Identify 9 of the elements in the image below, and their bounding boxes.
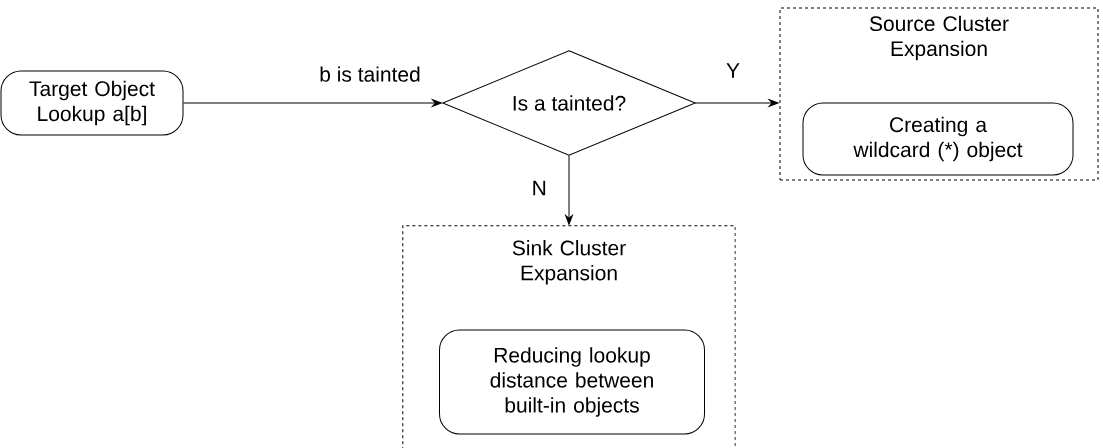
arrow bbox=[183, 99, 442, 107]
edge-label: b is tainted bbox=[320, 66, 420, 82]
arrow bbox=[694, 99, 779, 107]
edge-label: Y bbox=[726, 63, 740, 78]
rounded-box: Creating a wildcard (*) object bbox=[802, 102, 1074, 176]
rounded-box: Reducing lookup distance between built-in objects bbox=[439, 329, 705, 435]
arrow bbox=[565, 154, 573, 225]
rounded-box: Target Object Lookup a[b] bbox=[0, 70, 184, 136]
edge-label: N bbox=[533, 180, 546, 196]
